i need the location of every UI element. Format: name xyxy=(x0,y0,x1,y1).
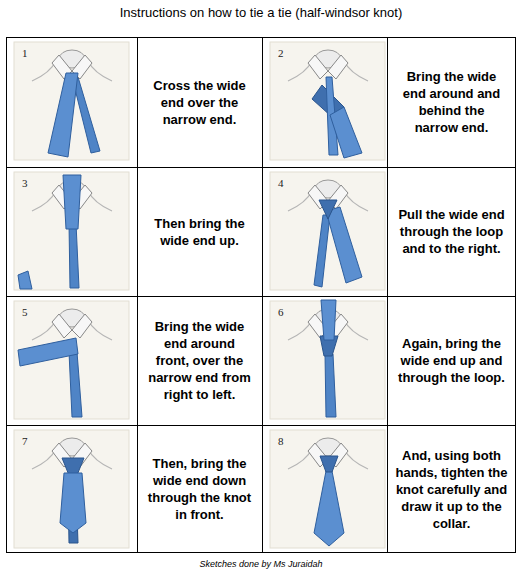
callout-number: 2 xyxy=(278,47,284,59)
sketch-stroke xyxy=(7,167,516,168)
caption: Sketches done by Ms Juraidah xyxy=(0,558,522,570)
step-text: Then bring the wide end up. xyxy=(148,215,252,249)
callout-number: 3 xyxy=(22,177,28,189)
text-cell: Bring the wide end around front, over th… xyxy=(137,296,262,425)
step-text: And, using both hands, tighten the knot … xyxy=(396,447,508,532)
sketch-stroke xyxy=(314,215,330,287)
tie-sketch xyxy=(270,300,385,419)
sketch-stroke xyxy=(321,300,336,340)
callout-number: 6 xyxy=(278,306,284,318)
sketch-stroke xyxy=(330,107,362,158)
sketch-stroke xyxy=(18,271,32,289)
sketch-stroke xyxy=(7,425,516,426)
callout-number: 7 xyxy=(22,435,28,447)
step-text: Bring the wide end around and behind the… xyxy=(398,68,506,136)
sketch-stroke xyxy=(14,301,129,419)
sketch-stroke xyxy=(270,42,385,160)
step-text: Pull the wide end through the loop and t… xyxy=(392,206,512,257)
step-text: Again, bring the wide end up and through… xyxy=(395,335,509,386)
step-text: Bring the wide end around front, over th… xyxy=(147,318,253,403)
sketch-stroke xyxy=(325,354,336,417)
sketch-stroke xyxy=(63,175,81,229)
sketch-stroke xyxy=(314,471,344,546)
tie-sketch xyxy=(14,430,129,548)
text-cell: Cross the wide end over the narrow end. xyxy=(137,37,262,167)
sketch-stroke xyxy=(270,430,385,548)
tie-sketch xyxy=(14,42,129,160)
tie-sketch xyxy=(270,430,385,548)
sketch-stroke xyxy=(319,200,337,219)
sketch-stroke xyxy=(320,456,338,472)
sketch-stroke xyxy=(288,50,368,81)
sketch-stroke xyxy=(7,38,516,553)
step-text: Cross the wide end over the narrow end. xyxy=(148,77,252,128)
sketch-stroke xyxy=(14,172,129,290)
sketch-stroke xyxy=(14,42,129,160)
sketch-stroke xyxy=(60,473,86,533)
tie-sketch xyxy=(14,301,129,419)
title: Instructions on how to tie a tie (half-w… xyxy=(0,5,522,21)
sketch-stroke xyxy=(270,172,385,290)
sketch-stroke xyxy=(69,352,82,417)
sketch-stroke xyxy=(48,73,78,157)
sketch-stroke xyxy=(326,207,362,283)
text-cell: Bring the wide end around and behind the… xyxy=(387,37,516,167)
tie-sketch xyxy=(270,42,385,160)
tie-sketch xyxy=(14,172,129,290)
sketch-stroke xyxy=(18,338,78,366)
sketch-stroke xyxy=(387,38,388,553)
table-grid xyxy=(7,38,516,553)
sketch-stroke xyxy=(262,38,263,553)
callout-number: 1 xyxy=(22,47,28,59)
text-cell: Then bring the wide end up. xyxy=(137,167,262,296)
text-cell: Again, bring the wide end up and through… xyxy=(387,296,516,425)
text-cell: Pull the wide end through the loop and t… xyxy=(387,167,516,296)
callout-number: 4 xyxy=(278,177,284,189)
text-cell: Then, bring the wide end down through th… xyxy=(137,425,262,553)
callout-number: 8 xyxy=(278,435,284,447)
sketch-stroke xyxy=(137,38,138,553)
tie-sketch xyxy=(270,172,385,290)
sketch-stroke xyxy=(14,430,129,548)
sketch-stroke xyxy=(69,223,79,288)
callout-number: 5 xyxy=(22,306,28,318)
sketch-stroke xyxy=(7,296,516,297)
sketch-stroke xyxy=(270,301,385,419)
step-text: Then, bring the wide end down through th… xyxy=(147,455,253,523)
sketch-stroke xyxy=(32,309,112,340)
text-cell: And, using both hands, tighten the knot … xyxy=(387,425,516,553)
